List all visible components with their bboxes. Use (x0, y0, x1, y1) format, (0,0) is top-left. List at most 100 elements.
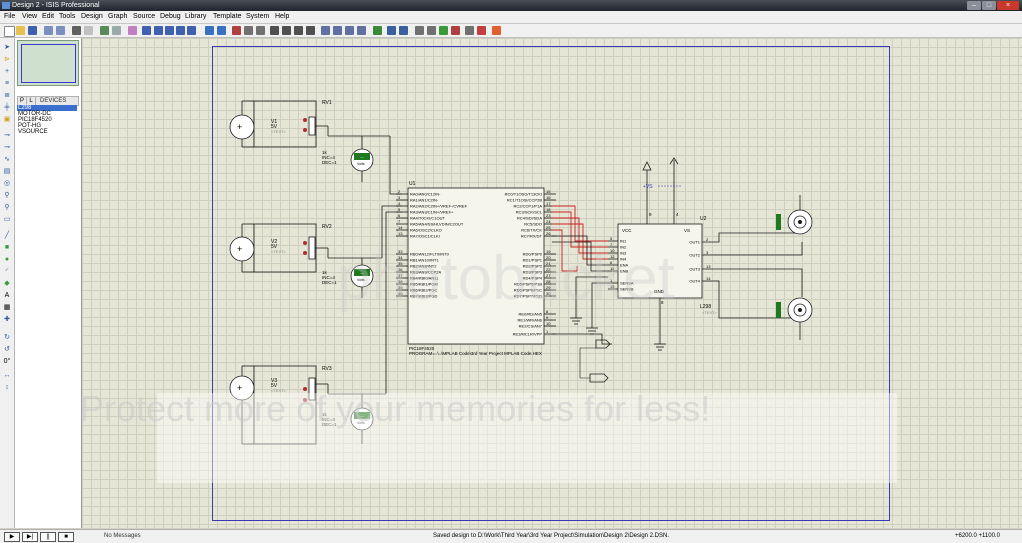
menu-edit[interactable]: Edit (42, 13, 55, 20)
generator-icon[interactable]: ◎ (3, 180, 11, 187)
pause-button[interactable]: || (40, 532, 56, 542)
bus-icon[interactable]: ╪ (4, 104, 10, 111)
decompose-icon[interactable] (357, 26, 366, 35)
cut-icon[interactable] (232, 26, 241, 35)
menu-system[interactable]: System (246, 13, 270, 20)
goto-sheet-icon[interactable] (439, 26, 448, 35)
menu-file[interactable]: File (4, 13, 16, 20)
device-item[interactable]: L298 (17, 105, 77, 111)
remove-sheet-icon[interactable] (427, 26, 436, 35)
line-icon[interactable]: ╱ (4, 232, 10, 239)
paste-icon[interactable] (256, 26, 265, 35)
rv3-block[interactable]: + V3 5V <TEXT> RV3 — Volts 1k INC=4 DEC=… (229, 365, 386, 445)
zoom-area-icon[interactable] (187, 26, 196, 35)
stop-button[interactable]: ■ (58, 532, 74, 542)
import-icon[interactable] (44, 26, 53, 35)
menu-source[interactable]: Source (133, 13, 156, 20)
menu-debug[interactable]: Debug (160, 13, 181, 20)
refresh-icon[interactable] (100, 26, 109, 35)
origin-icon[interactable] (128, 26, 137, 35)
play-button[interactable]: ▶ (4, 532, 20, 542)
voltage-probe-icon[interactable]: ⚲ (4, 192, 10, 199)
flip-horizontal-icon[interactable]: ↔ (3, 372, 11, 379)
block-delete-icon[interactable] (306, 26, 315, 35)
device-item[interactable]: POT-HG (18, 123, 42, 129)
device-item[interactable]: MOTOR-DC (18, 111, 51, 117)
pick-devices-button[interactable]: P (18, 97, 27, 105)
copy-icon[interactable] (244, 26, 253, 35)
close-button[interactable]: × (997, 1, 1019, 10)
selection-mode-icon[interactable]: ➤ (4, 44, 10, 51)
new-sheet-icon[interactable] (415, 26, 424, 35)
zoom-in-icon[interactable] (154, 26, 163, 35)
rotate-ccw-icon[interactable]: ↺ (4, 346, 10, 353)
overview-window[interactable] (17, 40, 79, 86)
grid-icon[interactable] (112, 26, 121, 35)
pick-device-icon[interactable] (321, 26, 330, 35)
menu-library[interactable]: Library (185, 13, 207, 20)
terminals-icon[interactable]: ⊸ (4, 132, 10, 139)
open-folder-icon[interactable] (16, 26, 25, 35)
new-file-icon[interactable] (4, 26, 15, 37)
maximize-button[interactable]: □ (982, 1, 996, 10)
device-item[interactable]: PIC18F4520 (18, 117, 52, 123)
search-tag-icon[interactable] (387, 26, 396, 35)
erc-icon[interactable] (477, 26, 486, 35)
device-pins-icon[interactable]: ⊸ (4, 144, 10, 151)
step-button[interactable]: ▶| (22, 532, 38, 542)
redo-icon[interactable] (217, 26, 226, 35)
block-move-icon[interactable] (282, 26, 291, 35)
motor-2[interactable] (776, 297, 813, 323)
exit-sheet-icon[interactable] (451, 26, 460, 35)
export-icon[interactable] (56, 26, 65, 35)
current-probe-icon[interactable]: ⚲ (4, 204, 10, 211)
menu-design[interactable]: Design (81, 13, 103, 20)
block-copy-icon[interactable] (270, 26, 279, 35)
angle-field-icon[interactable]: 0° (3, 358, 11, 365)
virtual-instruments-icon[interactable]: ▭ (3, 216, 11, 223)
menu-template[interactable]: Template (213, 13, 242, 20)
print-icon[interactable] (72, 26, 81, 35)
menu-graph[interactable]: Graph (108, 13, 128, 20)
path-icon[interactable]: ◆ (4, 280, 10, 287)
save-icon[interactable] (28, 26, 37, 35)
flip-vertical-icon[interactable]: ↕ (5, 384, 9, 391)
zoom-all-icon[interactable] (176, 26, 185, 35)
menu-help[interactable]: Help (275, 13, 290, 20)
rv1-block[interactable]: + V1 5V <TEXT> RV1 — Volts 1k INC=4 DEC=… (229, 100, 390, 182)
rotate-cw-icon[interactable]: ↻ (4, 334, 10, 341)
menu-tools[interactable]: Tools (59, 13, 76, 20)
graph-mode-icon[interactable]: ∿ (4, 156, 10, 163)
zoom-out-icon[interactable] (165, 26, 174, 35)
schematic-canvas[interactable]: + V1 5V <TEXT> RV1 — Volts 1k INC=4 DEC=… (82, 38, 1022, 528)
minimize-button[interactable]: – (967, 1, 981, 10)
junction-dot-icon[interactable]: + (4, 68, 10, 75)
symbol-icon[interactable]: ▦ (3, 304, 11, 311)
block-rotate-icon[interactable] (294, 26, 303, 35)
arc-icon[interactable]: ◜ (5, 268, 9, 275)
pan-icon[interactable] (142, 26, 151, 35)
device-item[interactable]: VSOURCE (18, 129, 48, 135)
rv2-block[interactable]: + V2 5V <TEXT> RV2 — Volts 1k INC=4 DEC=… (229, 223, 382, 298)
text-icon[interactable]: A (4, 292, 10, 299)
property-tool-icon[interactable] (399, 26, 408, 35)
make-device-icon[interactable] (333, 26, 342, 35)
box-icon[interactable]: ■ (4, 244, 10, 251)
wire-autorouter-icon[interactable] (373, 26, 382, 35)
motor-1[interactable] (776, 209, 813, 235)
subcircuit-icon[interactable]: ▣ (3, 116, 11, 123)
messages-status[interactable]: No Messages (104, 533, 141, 539)
wire-label-icon[interactable]: ≡ (4, 80, 10, 87)
package-icon[interactable] (345, 26, 354, 35)
bom-icon[interactable] (465, 26, 474, 35)
circle-icon[interactable]: ● (4, 256, 10, 263)
component-mode-icon[interactable]: ⊳ (4, 56, 10, 63)
menu-view[interactable]: View (22, 13, 38, 20)
undo-icon[interactable] (205, 26, 214, 35)
library-manager-button[interactable]: L (27, 97, 36, 105)
tape-recorder-icon[interactable]: ▤ (3, 168, 11, 175)
text-script-icon[interactable]: ≣ (4, 92, 10, 99)
marker-icon[interactable]: ✚ (4, 316, 10, 323)
